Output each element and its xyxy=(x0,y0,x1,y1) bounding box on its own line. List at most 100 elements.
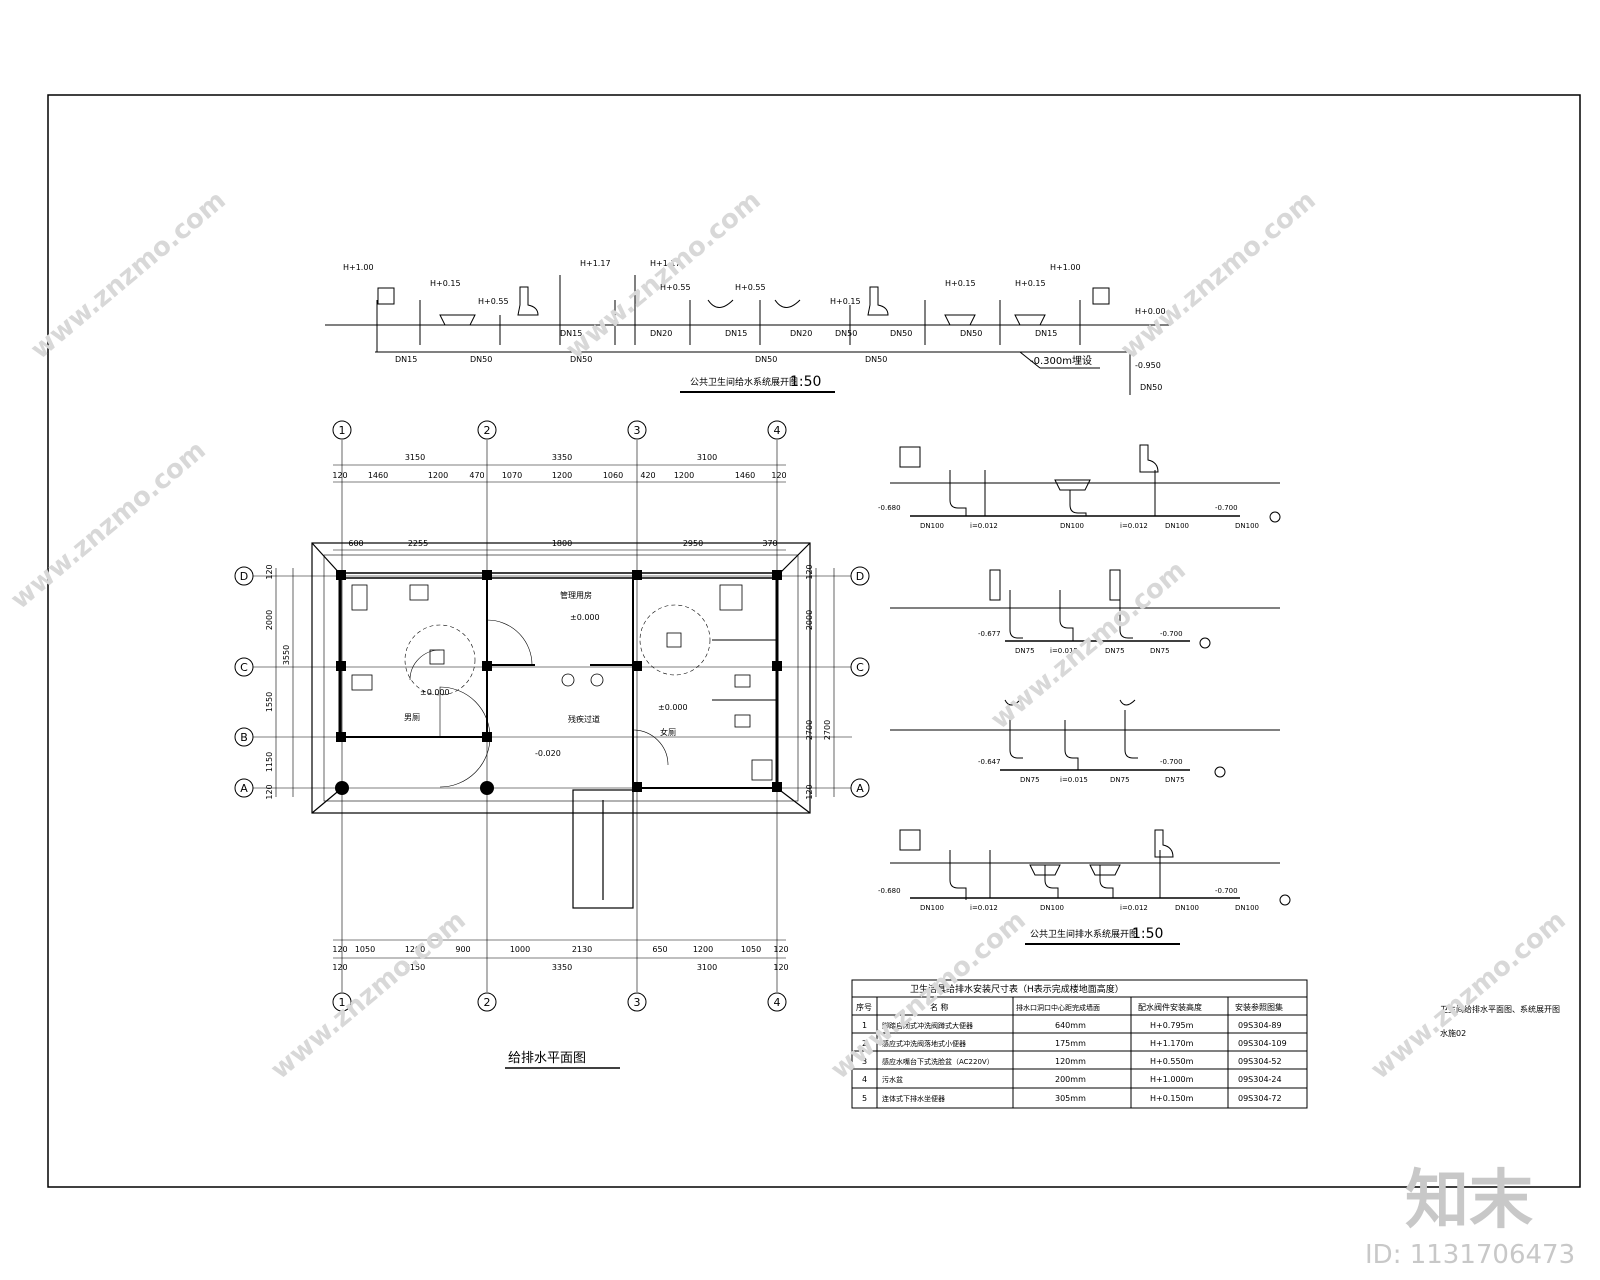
svg-text:DN100: DN100 xyxy=(1060,522,1084,530)
svg-text:120: 120 xyxy=(773,945,788,954)
svg-text:09S304-72: 09S304-72 xyxy=(1238,1094,1282,1103)
svg-text:4: 4 xyxy=(862,1075,867,1084)
svg-text:DN100: DN100 xyxy=(1175,904,1199,912)
svg-text:www.znzmo.com: www.znzmo.com xyxy=(560,185,766,365)
pipe-size: DN50 xyxy=(470,355,492,364)
svg-text:470: 470 xyxy=(469,471,484,480)
table-header: 序号 xyxy=(856,1002,872,1012)
svg-text:1200: 1200 xyxy=(428,471,448,480)
svg-text:H+1.170m: H+1.170m xyxy=(1150,1039,1194,1048)
elevation: H+1.17 xyxy=(650,259,681,268)
svg-text:B: B xyxy=(240,731,248,744)
side-dimension-text: 120 2000 3550 1550 1150 120 120 2000 270… xyxy=(265,564,832,799)
svg-text:感应式冲洗阀落地式小便器: 感应式冲洗阀落地式小便器 xyxy=(882,1039,966,1048)
svg-text:900: 900 xyxy=(455,945,470,954)
svg-text:1150: 1150 xyxy=(265,752,274,772)
svg-text:5: 5 xyxy=(862,1094,867,1103)
doors xyxy=(404,604,711,788)
svg-text:1200: 1200 xyxy=(552,471,572,480)
room-labels: 管理用房 男厕 女厕 残疾过道 ±0.000 ±0.000 ±0.000 -0.… xyxy=(404,590,688,758)
svg-text:1: 1 xyxy=(339,424,346,437)
elevation: H+1.00 xyxy=(1050,263,1081,272)
svg-text:1060: 1060 xyxy=(603,471,623,480)
brand-logo: 知末 xyxy=(1405,1164,1533,1238)
svg-text:DN75: DN75 xyxy=(1105,647,1125,655)
svg-text:3: 3 xyxy=(634,424,641,437)
svg-text:120: 120 xyxy=(265,784,274,799)
svg-text:-0.647: -0.647 xyxy=(978,758,1001,766)
elevation: H+0.55 xyxy=(660,283,691,292)
building-walls xyxy=(311,542,811,909)
axis-bubbles xyxy=(234,420,870,1012)
drain-title: 公共卫生间排水系统展开图 xyxy=(1030,928,1138,940)
table-header: 安装参照图集 xyxy=(1235,1002,1283,1012)
svg-text:-0.700: -0.700 xyxy=(1215,504,1238,512)
pipe-size: DN50 xyxy=(890,329,912,338)
svg-text:2700: 2700 xyxy=(823,720,832,740)
svg-text:1050: 1050 xyxy=(741,945,761,954)
elevation: H+1.17 xyxy=(580,259,611,268)
svg-text:120mm: 120mm xyxy=(1055,1057,1086,1066)
drain-scale: 1:50 xyxy=(1132,926,1163,942)
pipe-size: DN15 xyxy=(725,329,747,338)
svg-text:连体式下排水坐便器: 连体式下排水坐便器 xyxy=(882,1094,945,1103)
pipe-size: DN20 xyxy=(790,329,812,338)
svg-text:4: 4 xyxy=(774,424,781,437)
svg-text:DN75: DN75 xyxy=(1165,776,1185,784)
buried-note: -0.300m埋设 xyxy=(1030,355,1092,367)
svg-text:120: 120 xyxy=(773,963,788,972)
svg-text:1070: 1070 xyxy=(502,471,522,480)
fixture-table-text: 卫生洁具给排水安装尺寸表（H表示完成楼地面高度） 序号 名 称 排水口洞口中心距… xyxy=(856,983,1287,1103)
supply-labels: DN15 DN50 DN50 DN50 DN50 DN15 DN20 DN15 … xyxy=(343,259,1166,392)
svg-text:H+0.795m: H+0.795m xyxy=(1150,1021,1194,1030)
svg-text:C: C xyxy=(240,661,248,674)
svg-text:3: 3 xyxy=(862,1057,867,1066)
drain-diagrams xyxy=(890,444,1291,906)
pipe-size: DN50 xyxy=(960,329,982,338)
elevation: H+0.15 xyxy=(830,297,861,306)
outlet-size: DN50 xyxy=(1140,383,1162,392)
svg-text:175mm: 175mm xyxy=(1055,1039,1086,1048)
svg-text:DN100: DN100 xyxy=(920,522,944,530)
axis-labels: 1 2 3 4 1 2 3 4 D C B A D C A xyxy=(240,424,864,1009)
svg-text:i=0.012: i=0.012 xyxy=(1120,522,1148,530)
svg-text:DN100: DN100 xyxy=(1235,522,1259,530)
svg-text:-0.700: -0.700 xyxy=(1160,758,1183,766)
svg-text:3100: 3100 xyxy=(697,453,717,462)
svg-text:3100: 3100 xyxy=(697,963,717,972)
supply-diagram xyxy=(325,275,1170,395)
outlet-elevation: -0.950 xyxy=(1135,361,1161,370)
svg-text:09S304-109: 09S304-109 xyxy=(1238,1039,1287,1048)
svg-text:2000: 2000 xyxy=(265,610,274,630)
pipe-size: DN20 xyxy=(650,329,672,338)
svg-text:420: 420 xyxy=(640,471,655,480)
svg-text:120: 120 xyxy=(771,471,786,480)
elevation: H+0.00 xyxy=(1135,307,1166,316)
pipe-size: DN15 xyxy=(1035,329,1057,338)
svg-text:3550: 3550 xyxy=(282,645,291,665)
floor-plan-title: 给排水平面图 xyxy=(508,1051,586,1066)
svg-text:1460: 1460 xyxy=(735,471,755,480)
svg-text:感应水嘴台下式洗脸盆（AC220V）: 感应水嘴台下式洗脸盆（AC220V） xyxy=(882,1057,994,1066)
sheet-border xyxy=(47,94,1581,1188)
svg-text:1: 1 xyxy=(862,1021,867,1030)
supply-title: 公共卫生间给水系统展开图 xyxy=(690,376,798,388)
dimension-text: 3150 3350 3100 120 1460 1200 470 1070 12… xyxy=(332,453,788,972)
pipe-size: DN50 xyxy=(755,355,777,364)
svg-text:2130: 2130 xyxy=(572,945,592,954)
svg-text:www.znzmo.com: www.znzmo.com xyxy=(985,555,1191,735)
svg-text:650: 650 xyxy=(652,945,667,954)
svg-text:i=0.012: i=0.012 xyxy=(970,904,998,912)
svg-text:H+1.000m: H+1.000m xyxy=(1150,1075,1194,1084)
svg-text:09S304-89: 09S304-89 xyxy=(1238,1021,1282,1030)
room-women: 女厕 xyxy=(660,727,676,737)
svg-text:DN100: DN100 xyxy=(1235,904,1259,912)
svg-text:D: D xyxy=(856,570,864,583)
supply-scale: 1:50 xyxy=(790,374,821,390)
svg-text:305mm: 305mm xyxy=(1055,1094,1086,1103)
svg-text:-0.680: -0.680 xyxy=(878,504,901,512)
pipe-size: DN50 xyxy=(865,355,887,364)
svg-text:1550: 1550 xyxy=(265,692,274,712)
svg-text:2: 2 xyxy=(862,1039,867,1048)
